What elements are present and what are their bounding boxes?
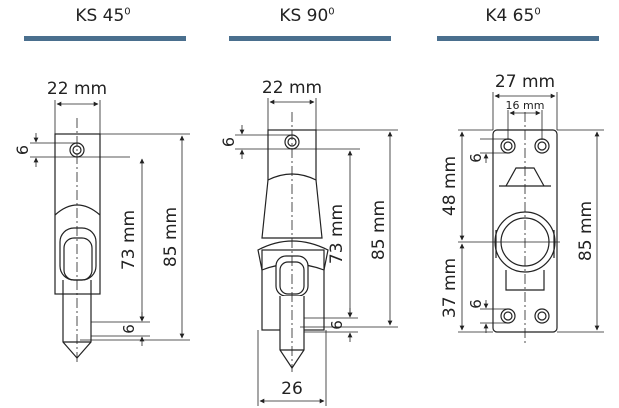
drawing-k465 [458,92,604,345]
k465-lower-label: 37 mm [440,258,460,318]
heading-ks45: KS 450 [18,6,188,26]
heading-ks90: KS 900 [222,6,392,26]
k465-hole-bottom-label: 6 [467,299,485,309]
k465-total-label: 85 mm [576,201,596,261]
ks90-hole-label: 6 [219,137,238,147]
ks45-tip-label: 6 [120,324,138,334]
drawing-ks90 [235,98,398,406]
heading-k465: K4 650 [428,6,598,26]
ks45-knob-inner [63,237,93,281]
heading-ks90-text: KS 90 [279,6,329,26]
heading-k465-text: K4 65 [485,6,535,26]
ks90-inner-label: 73 mm [327,204,347,264]
heading-ks45-bar [24,36,186,41]
ks90-width-label: 22 mm [262,78,322,98]
ks45-body [54,133,101,295]
heading-ks45-text: KS 45 [75,6,125,26]
heading-ks90-degree: 0 [328,6,335,18]
ks90-base-label: 26 [281,379,303,399]
k465-hole-bottom-right [534,308,550,324]
ks45-inner-label: 73 mm [119,210,139,270]
heading-k465-degree: 0 [534,6,541,18]
ks90-tip-label: 6 [328,320,346,330]
k465-lower-guide [505,270,545,291]
heading-k465-bar [437,36,599,41]
drawing-ks45 [30,100,190,365]
k465-hole-top-label: 6 [467,153,485,163]
ks45-hole-label: 6 [13,145,32,155]
k465-width-label: 27 mm [495,72,555,92]
heading-ks90-bar [229,36,391,41]
ks90-total-label: 85 mm [369,200,389,260]
heading-ks45-degree: 0 [124,6,131,18]
k465-upper-label: 48 mm [440,156,460,216]
ks45-total-label: 85 mm [161,207,181,267]
k465-spacing-label: 16 mm [506,99,545,112]
ks45-width-label: 22 mm [47,79,107,99]
